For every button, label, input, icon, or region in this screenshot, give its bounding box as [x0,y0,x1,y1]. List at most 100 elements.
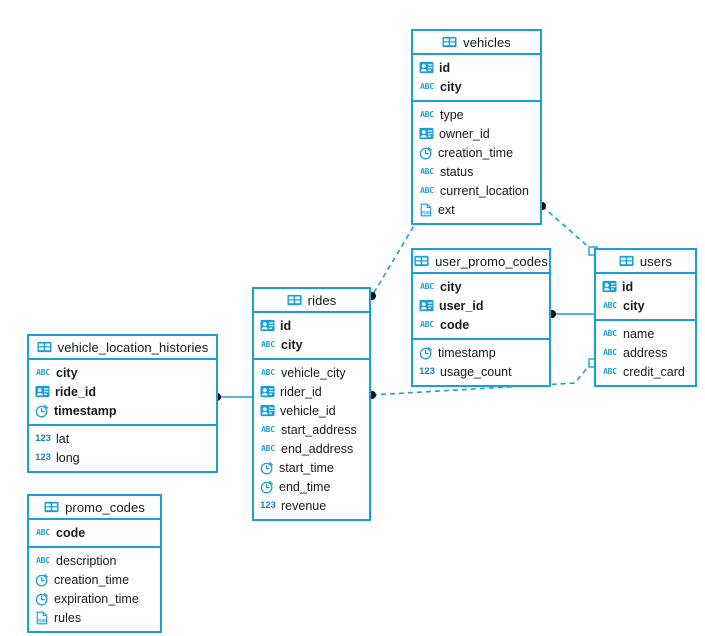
table-grid-icon [287,294,302,306]
table-grid-icon [44,501,59,513]
column-label: rules [54,610,82,625]
entity-title: users [639,253,673,269]
column-label: id [280,318,292,333]
clock-icon [260,480,274,494]
column-creation_time[interactable]: creation_time [29,570,160,589]
column-label: code [56,525,86,540]
clock-icon [260,461,274,475]
column-vehicle_id[interactable]: vehicle_id [254,401,369,420]
column-rules[interactable]: JSON rules [29,608,160,627]
column-user_id[interactable]: user_id [413,296,549,315]
entity-header[interactable]: users [596,250,695,274]
clock-icon [35,592,49,606]
column-id[interactable]: id [413,58,540,77]
column-label: city [440,79,462,94]
table-grid-icon [619,255,634,267]
column-rider_id[interactable]: rider_id [254,382,369,401]
relationship-user-promo-codes-to-users[interactable] [548,310,594,318]
relationship-rides-to-vehicle-location-histories[interactable] [213,393,252,401]
clock-icon [419,346,433,360]
column-id[interactable]: id [596,277,695,296]
entity-header[interactable]: promo_codes [29,496,160,520]
column-label: start_time [279,460,334,475]
column-expiration_time[interactable]: expiration_time [29,589,160,608]
123-number-icon: 123 [419,365,435,377]
column-label: expiration_time [54,591,139,606]
entity-header[interactable]: rides [254,289,369,313]
column-city[interactable]: ABC city [413,77,540,96]
column-address[interactable]: ABC address [596,343,695,362]
column-timestamp[interactable]: timestamp [413,343,549,362]
clock-icon [35,573,49,587]
entity-header[interactable]: vehicles [413,31,540,55]
abc-text-icon: ABC [420,81,434,91]
column-label: city [281,337,303,352]
column-owner_id[interactable]: owner_id [413,124,540,143]
column-creation_time[interactable]: creation_time [413,143,540,162]
column-label: id [622,279,634,294]
json-document-icon: JSON [35,611,49,625]
clock-icon [35,404,49,418]
column-label: address [623,345,668,360]
column-ride_id[interactable]: ride_id [29,382,216,401]
abc-text-icon: ABC [603,300,617,310]
column-label: city [56,365,78,380]
id-card-icon [419,299,434,312]
column-current_location[interactable]: ABC current_location [413,181,540,200]
abc-text-icon: ABC [420,109,434,119]
entity-title: user_promo_codes [435,253,548,269]
column-label: long [56,450,80,465]
123-number-icon: 123 [35,432,51,444]
entity-header[interactable]: user_promo_codes [413,250,549,274]
column-label: code [440,317,470,332]
column-label: status [440,164,474,179]
column-label: owner_id [439,126,490,141]
abc-text-icon: ABC [261,367,275,377]
entity-title: rides [307,292,337,308]
column-start_time[interactable]: start_time [254,458,369,477]
column-end_time[interactable]: end_time [254,477,369,496]
id-card-icon [260,385,275,398]
column-label: current_location [440,183,529,198]
abc-text-icon: ABC [36,367,50,377]
column-city[interactable]: ABC city [29,363,216,382]
entity-header[interactable]: vehicle_location_histories [29,336,216,360]
column-id[interactable]: id [254,316,369,335]
column-timestamp[interactable]: timestamp [29,401,216,420]
table-grid-icon [37,341,52,353]
column-label: end_time [279,479,331,494]
id-card-icon [602,280,617,293]
abc-text-icon: ABC [603,347,617,357]
abc-text-icon: ABC [420,185,434,195]
